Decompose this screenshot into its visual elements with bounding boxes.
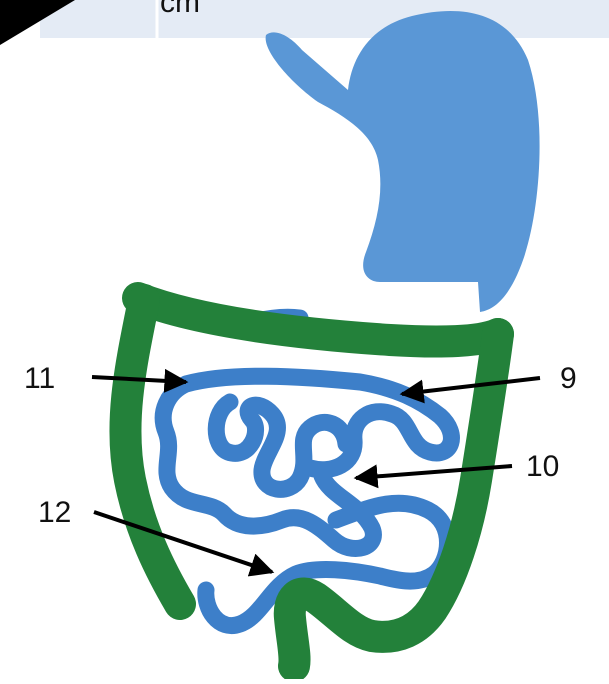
label-11: 11 <box>24 364 55 394</box>
stomach-shape <box>266 11 540 312</box>
large-intestine <box>125 298 498 666</box>
arrow-9 <box>402 378 540 394</box>
label-9: 9 <box>560 364 577 394</box>
header-band <box>40 0 609 38</box>
arrow-11 <box>92 377 186 382</box>
header-unit-text: cm <box>160 0 200 18</box>
label-10: 10 <box>526 452 559 482</box>
label-12: 12 <box>38 498 71 528</box>
